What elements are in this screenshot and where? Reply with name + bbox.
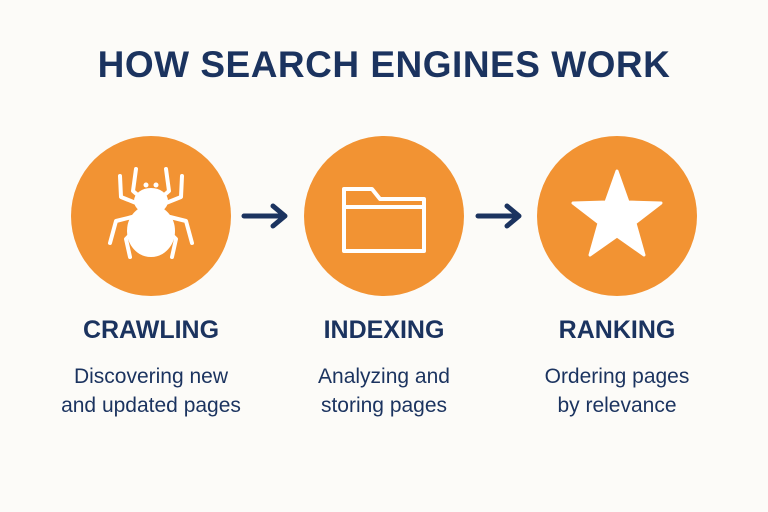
page-title: HOW SEARCH ENGINES WORK	[97, 44, 671, 85]
arrow-icon	[241, 203, 288, 229]
step-desc-crawling: Discovering new and updated pages	[36, 362, 266, 420]
arrow-icon	[475, 203, 522, 229]
desc-line: storing pages	[320, 394, 448, 417]
desc-line: by relevance	[557, 394, 677, 417]
crawling-circle	[71, 136, 231, 296]
step-desc-ranking: Ordering pages by relevance	[502, 362, 732, 420]
desc-line: Ordering pages	[544, 365, 690, 388]
desc-line: and updated pages	[61, 394, 241, 417]
desc-line: Discovering new	[73, 365, 229, 388]
folder-icon	[342, 187, 426, 253]
star-icon	[571, 169, 663, 257]
spider-icon	[108, 167, 194, 259]
desc-line: Analyzing and	[318, 365, 450, 388]
step-label-indexing: INDEXING	[323, 316, 445, 344]
step-label-ranking: RANKING	[558, 316, 676, 344]
indexing-circle	[304, 136, 464, 296]
ranking-circle	[537, 136, 697, 296]
step-desc-indexing: Analyzing and storing pages	[269, 362, 499, 420]
step-label-crawling: CRAWLING	[82, 316, 220, 344]
